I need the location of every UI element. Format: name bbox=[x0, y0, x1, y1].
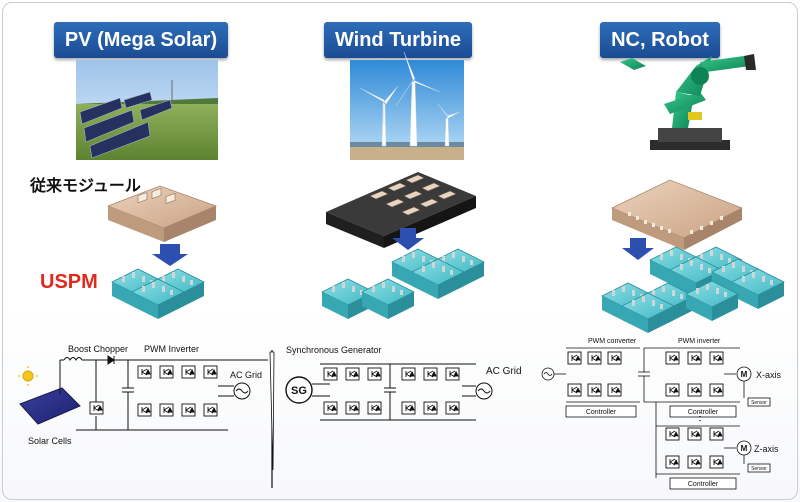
down-arrow-nc bbox=[622, 238, 654, 260]
conventional-module-nc bbox=[611, 179, 743, 250]
conventional-module-pv bbox=[106, 185, 218, 242]
uspm-label: USPM bbox=[40, 271, 98, 293]
down-arrow-wind bbox=[392, 228, 424, 250]
nc-circuit bbox=[541, 347, 771, 490]
motor-z-label: M bbox=[741, 444, 748, 453]
nc-title-badge: NC, Robot bbox=[600, 22, 720, 58]
pv-title: PV (Mega Solar) bbox=[64, 29, 218, 51]
pv-pwm-inverter-label: PWM Inverter bbox=[144, 344, 199, 354]
synchronous-generator-label: Synchronous Generator bbox=[286, 345, 382, 355]
wind-circuit bbox=[269, 350, 493, 488]
solar-farm-photo bbox=[76, 60, 218, 160]
controller-z-label: Controller bbox=[688, 481, 719, 488]
nc-pwm-inverter-label: PWM inverter bbox=[678, 338, 721, 345]
pv-circuit bbox=[18, 355, 268, 431]
sensor-x-label: Sensor bbox=[751, 400, 767, 406]
wind-title-badge: Wind Turbine bbox=[324, 22, 472, 58]
sensor-z-label: Sensor bbox=[751, 466, 767, 472]
controller-z-box bbox=[669, 477, 737, 490]
uspm-module-wind bbox=[321, 248, 485, 320]
pv-title-badge: PV (Mega Solar) bbox=[54, 22, 228, 58]
solar-cells-icon bbox=[19, 387, 81, 425]
conventional-module-label: 従来モジュール bbox=[30, 176, 141, 195]
wind-ac-grid-label: AC Grid bbox=[486, 366, 522, 377]
pv-ac-grid-label: AC Grid bbox=[230, 370, 262, 380]
controller-x-label: Controller bbox=[688, 409, 719, 416]
x-axis-label: X-axis bbox=[756, 370, 782, 380]
uspm-module-nc bbox=[601, 246, 785, 334]
boost-chopper-label: Boost Chopper bbox=[68, 344, 128, 354]
sensor-z-box bbox=[747, 463, 771, 473]
z-axis-label: Z-axis bbox=[754, 444, 779, 454]
motor-x-label: M bbox=[741, 370, 748, 379]
sun-icon bbox=[22, 370, 34, 382]
nc-title: NC, Robot bbox=[611, 29, 709, 51]
sun-rays-icon bbox=[18, 366, 38, 386]
sensor-x-box bbox=[747, 397, 771, 407]
wind-title: Wind Turbine bbox=[334, 29, 462, 51]
generator-symbol: SG bbox=[291, 385, 307, 397]
generator-icon bbox=[285, 376, 313, 404]
industrial-robot-photo bbox=[620, 54, 756, 150]
pwm-converter-label: PWM converter bbox=[588, 338, 637, 345]
controller-left-label: Controller bbox=[586, 409, 617, 416]
solar-cells-label: Solar Cells bbox=[28, 436, 72, 446]
down-arrow-pv bbox=[152, 244, 188, 266]
wind-turbine-photo bbox=[350, 51, 464, 160]
uspm-module-pv bbox=[111, 268, 205, 320]
controller-left-box bbox=[565, 405, 637, 418]
controller-x-box bbox=[669, 405, 737, 418]
